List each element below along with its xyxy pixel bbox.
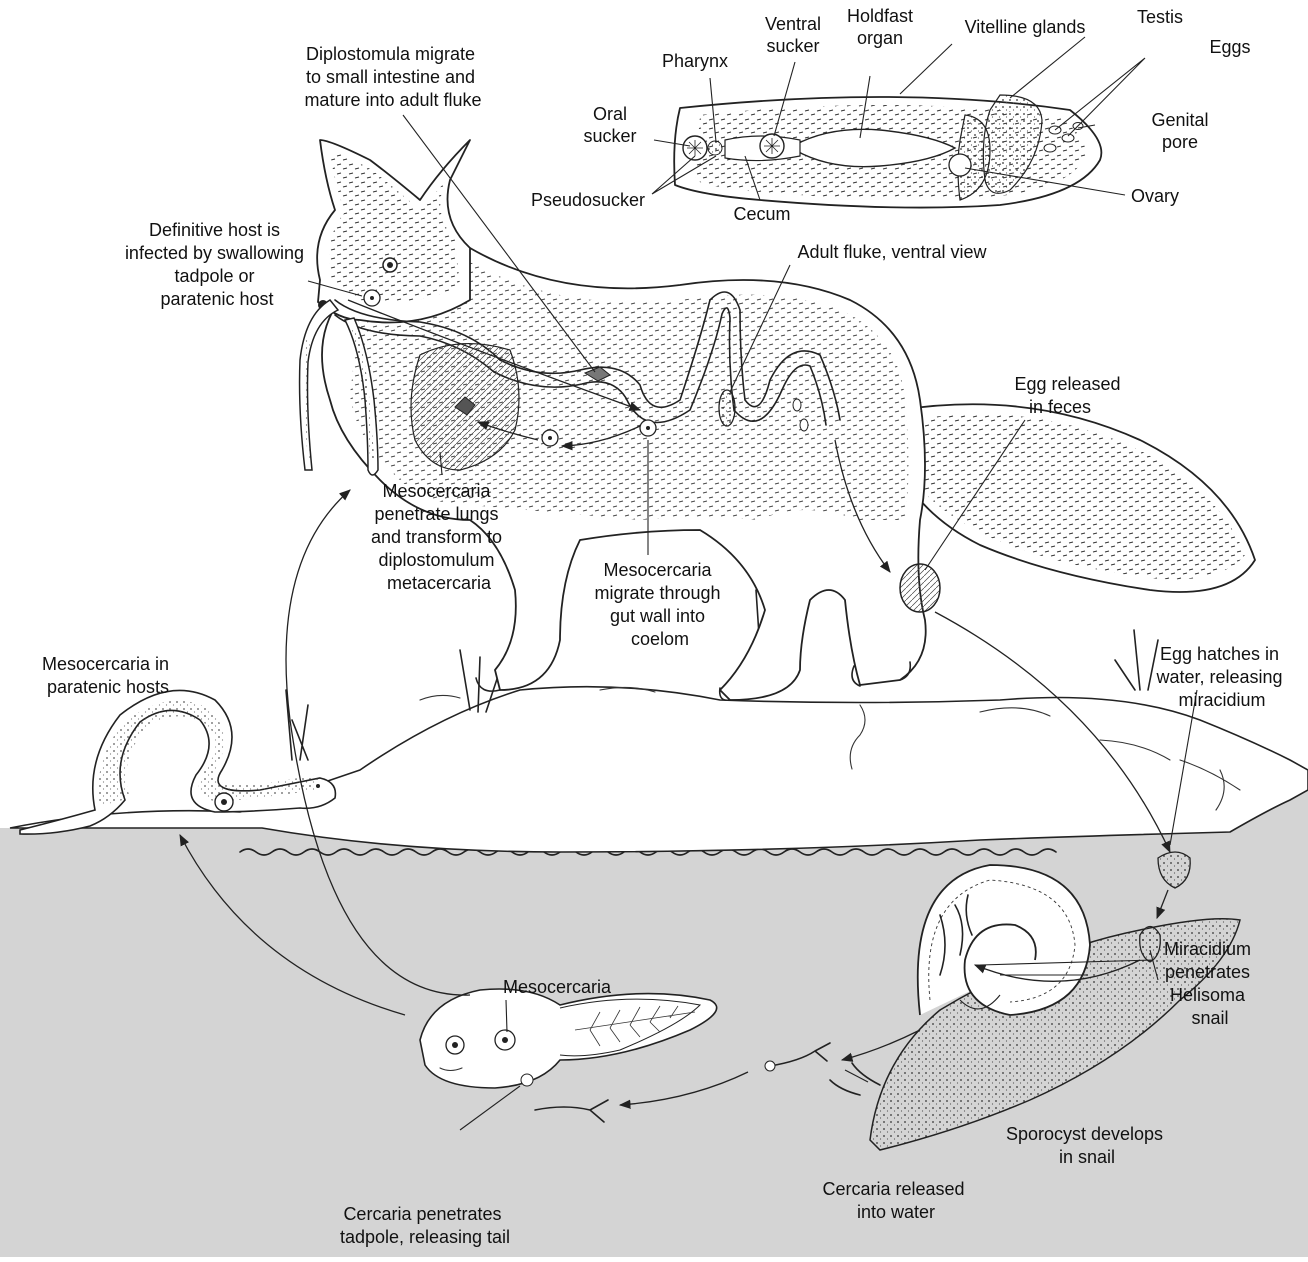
- label-egg-hatches: Egg hatches in water, releasing miracidi…: [1155, 644, 1287, 710]
- egg-icon: [900, 564, 940, 612]
- fluke-icon: [674, 95, 1101, 208]
- label-egg-released: Egg released in feces: [1014, 374, 1125, 417]
- label-mesocercaria: Mesocercaria: [503, 977, 612, 997]
- label-pharynx: Pharynx: [662, 51, 728, 71]
- label-pseudosucker: Pseudosucker: [531, 190, 645, 210]
- label-cecum: Cecum: [733, 204, 790, 224]
- label-diplostomula: Diplostomula migrate to small intestine …: [304, 44, 481, 110]
- label-paratenic: Mesocercaria in paratenic hosts: [42, 654, 174, 697]
- fox-icon: [300, 140, 1255, 700]
- label-testis: Testis: [1137, 7, 1183, 27]
- label-adult-fluke: Adult fluke, ventral view: [797, 242, 987, 262]
- label-lungs: Mesocercaria penetrate lungs and transfo…: [371, 481, 507, 593]
- label-ovary: Ovary: [1131, 186, 1179, 206]
- label-eggs: Eggs: [1209, 37, 1250, 57]
- label-vitelline-glands: Vitelline glands: [965, 17, 1086, 37]
- label-gut-wall: Mesocercaria migrate through gut wall in…: [594, 560, 725, 649]
- label-definitive-host: Definitive host is infected by swallowin…: [125, 220, 309, 309]
